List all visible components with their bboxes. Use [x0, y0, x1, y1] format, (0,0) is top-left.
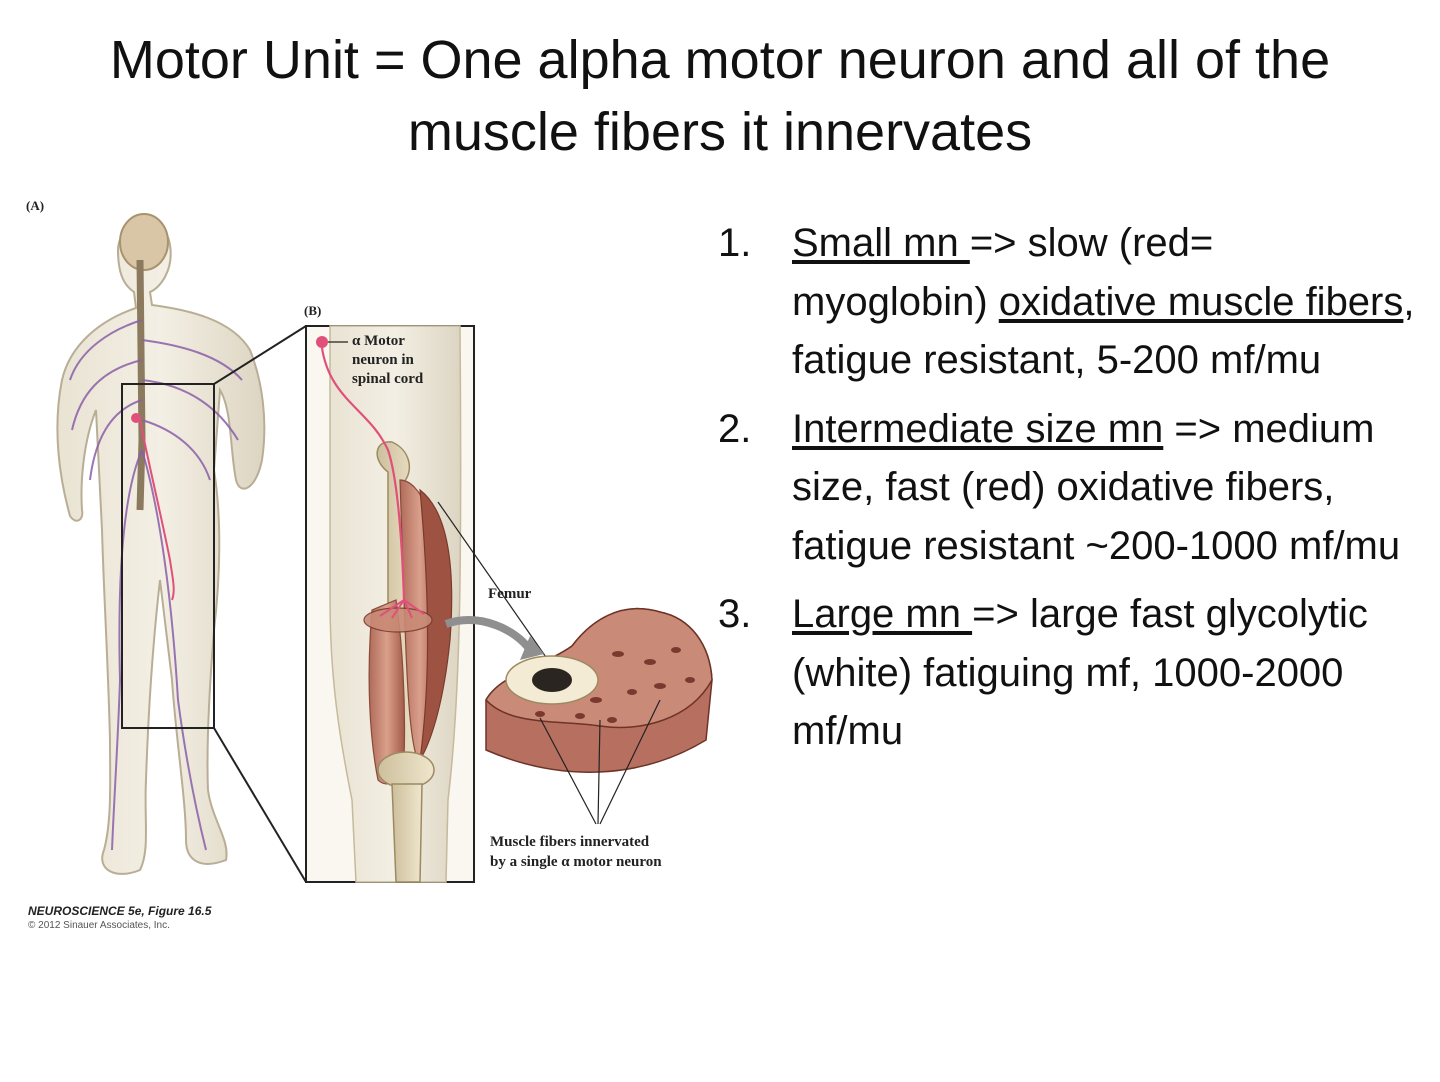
figure-illustration [56, 213, 713, 883]
human-body-figure [56, 213, 266, 875]
slide-title: Motor Unit = One alpha motor neuron and … [0, 24, 1440, 168]
muscle-cross-section [485, 607, 713, 825]
list-item-underlined: oxidative muscle fibers [998, 279, 1404, 324]
figure-credit: NEUROSCIENCE 5e, Figure 16.5 © 2012 Sina… [28, 904, 211, 931]
thigh-panel [305, 325, 549, 883]
credit-source: NEUROSCIENCE 5e, Figure 16.5 [28, 904, 212, 918]
panel-a-label: (A) [26, 198, 45, 213]
credit-copyright: © 2012 Sinauer Associates, Inc. [28, 920, 170, 931]
connector-line-bottom [213, 727, 307, 883]
list-item-underlined: Large mn [792, 592, 973, 636]
curved-arrow-icon [444, 616, 534, 653]
list-item-underlined: Intermediate size mn [792, 406, 1164, 451]
neuroscience-figure: (A) (B) α Motor neuron in spinal cord Fe… [0, 180, 760, 960]
list-item-text: => slow (red= myoglobin) [792, 221, 1214, 324]
panel-b-label: (B) [304, 303, 322, 318]
femur-label: Femur [488, 586, 532, 602]
motor-neuron-label-line: α Motor [352, 333, 405, 349]
muscle-fibers-label-line: Muscle fibers innervated [490, 834, 650, 850]
muscle-fibers-label-line: by a single α motor neuron [490, 854, 662, 870]
list-item: 1. Small mn => slow (red= myoglobin) oxi… [718, 214, 1418, 390]
list-item-text: , fatigue resistant, 5-200 mf/mu [792, 279, 1415, 383]
list-item-number: 3. [718, 592, 752, 636]
list-item: 3. Large mn => large fast glycolytic (wh… [718, 585, 1418, 761]
list-item-number: 1. [718, 221, 752, 265]
motor-neuron-label: α Motor neuron in spinal cord [352, 332, 423, 389]
list-item-text: => large fast glycolytic (white) fatigui… [792, 592, 1368, 753]
motor-neuron-icon [316, 336, 328, 348]
title-line-1: Motor Unit = One alpha motor neuron and … [109, 30, 1331, 90]
connector-line-top [213, 325, 307, 385]
motor-unit-list: 1. Small mn => slow (red= myoglobin) oxi… [718, 214, 1418, 771]
title-line-2: muscle fibers it innervates [407, 102, 1033, 162]
motor-neuron-label-line: spinal cord [352, 371, 424, 387]
list-item-number: 2. [718, 406, 752, 451]
list-item: 2. Intermediate size mn => medium size, … [718, 400, 1418, 576]
muscle-fibers-label: Muscle fibers innervated by a single α m… [490, 832, 662, 872]
list-item-text: => medium size, fast (red) oxidative fib… [792, 406, 1401, 568]
list-item-underlined: Small mn [792, 221, 970, 265]
motor-neuron-label-line: neuron in [352, 352, 414, 368]
